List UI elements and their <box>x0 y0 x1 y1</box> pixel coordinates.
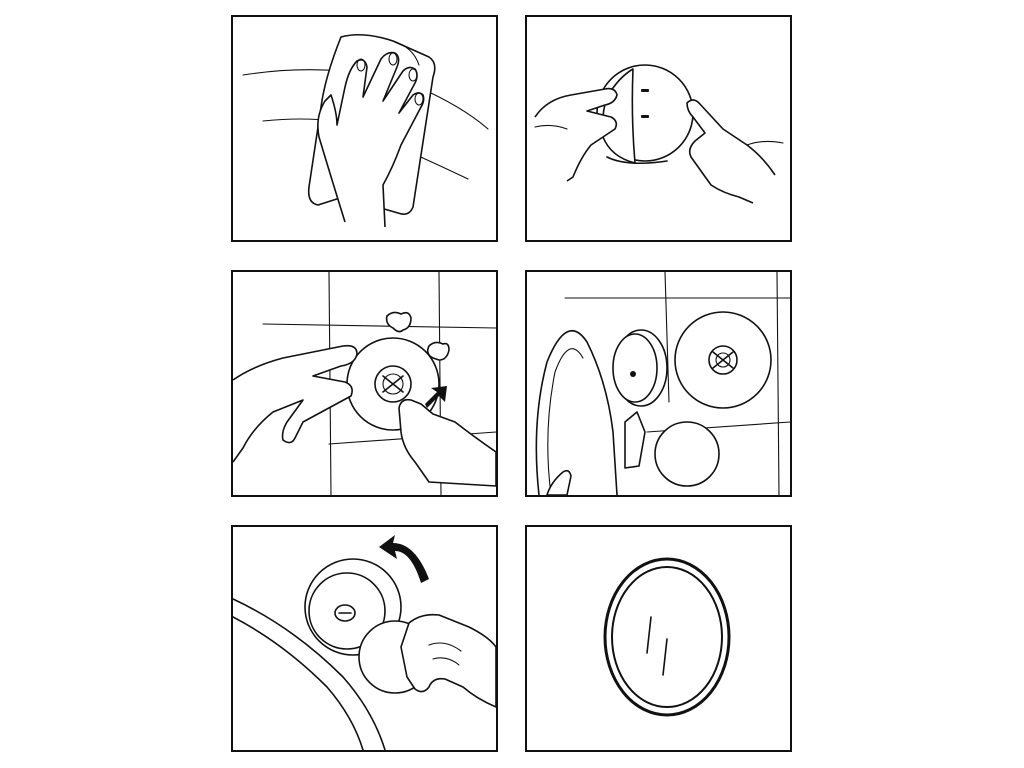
mounted-mirror-icon <box>603 557 731 717</box>
hand-wiping-surface-icon <box>242 33 489 228</box>
step-6-panel <box>525 525 792 752</box>
step-2-panel <box>525 15 792 242</box>
step-5-panel <box>231 525 498 752</box>
press-suction-cup-icon <box>233 272 496 495</box>
mount-mirror-bracket-icon <box>535 272 790 495</box>
peel-protective-film-icon <box>534 64 784 204</box>
step-1-panel <box>231 15 498 242</box>
attach-and-twist-lock-icon <box>233 535 496 750</box>
step-4-panel <box>525 270 792 497</box>
step-3-panel <box>231 270 498 497</box>
